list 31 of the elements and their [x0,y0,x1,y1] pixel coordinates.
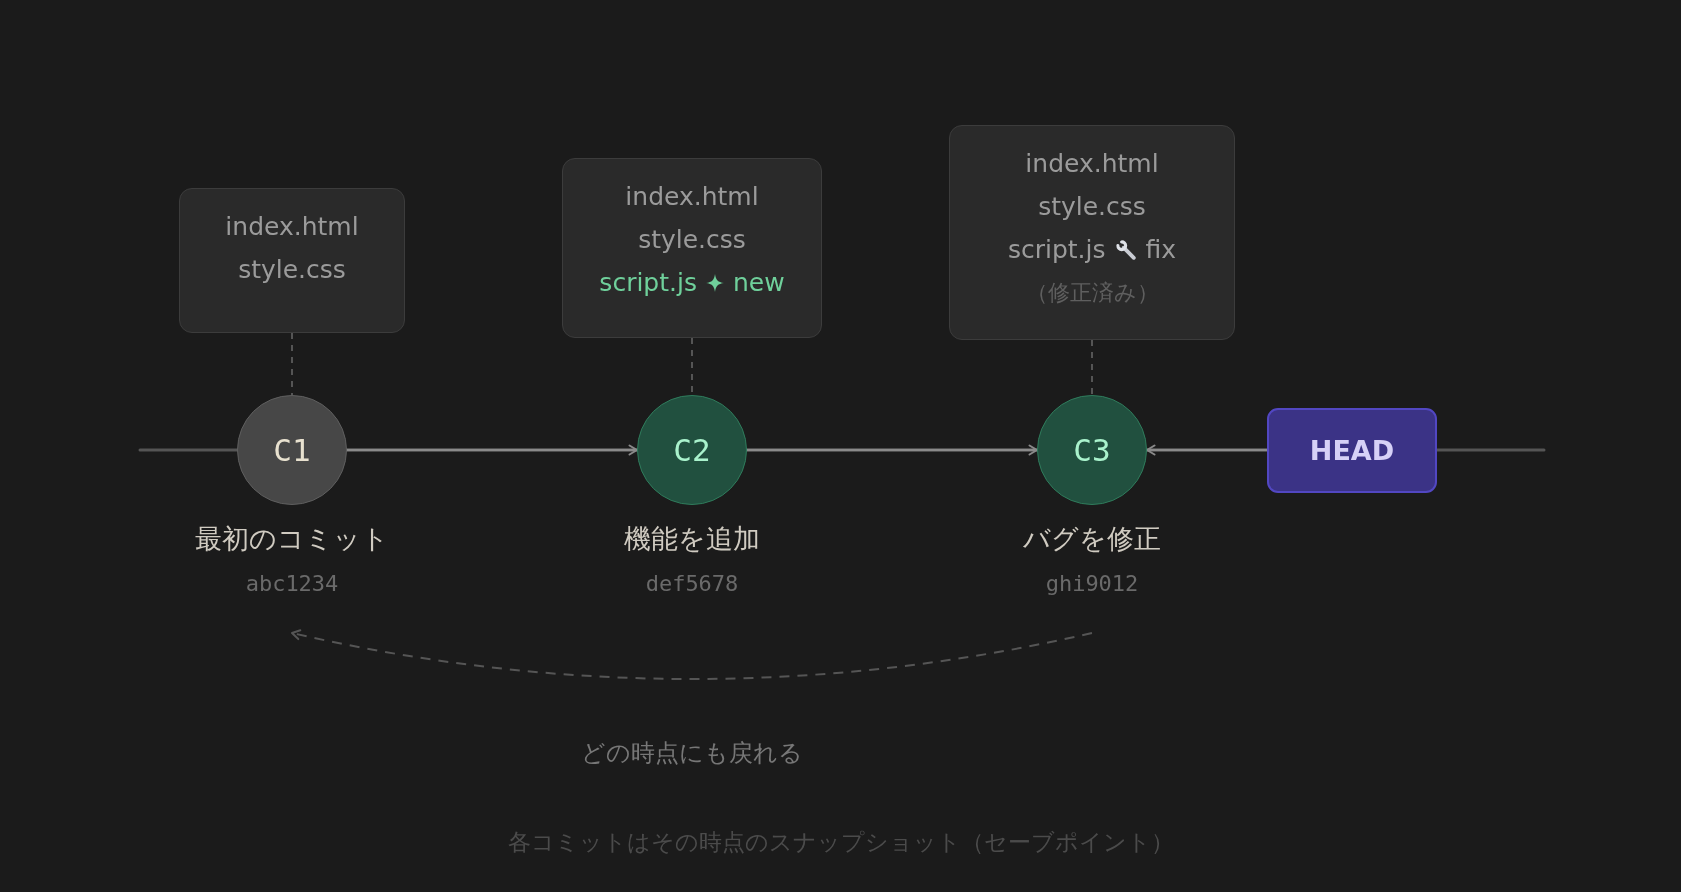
arrow [747,444,1038,456]
commit-message: 機能を追加 [623,522,761,556]
head-label: HEAD [1309,433,1395,468]
arrow [347,444,638,456]
file-name: index.html [625,181,759,213]
commit-hash: ghi9012 [1044,570,1140,598]
edge-label: どの時点にも戻れる [581,738,803,769]
arrow [1146,444,1267,456]
file-name: style.css [638,224,746,256]
file-name: index.html [1025,148,1159,180]
dashed-connector [1091,339,1093,396]
dashed-connector [291,332,293,396]
file-name: index.html [225,211,359,243]
change-tag: fix [1145,228,1177,271]
commit-hash: abc1234 [244,570,340,598]
file-list-box [179,188,405,333]
head-ref-box [1267,408,1437,493]
file-name: script.js [1007,234,1106,266]
file-list-box [562,158,822,338]
file-name: style.css [1038,191,1146,223]
commit-id: C3 [1073,432,1111,468]
file-name: script.js [599,267,697,299]
change-tag: new [732,261,785,304]
dashed-arrow [291,629,1093,680]
commit-hash: def5678 [644,570,740,598]
commit-message: バグを修正 [1022,522,1162,556]
commit-id: C1 [273,432,311,468]
commit-id: C2 [673,432,711,468]
commit-message: 最初のコミット [194,522,390,556]
file-list-box [949,125,1235,340]
file-name: style.css [238,254,346,286]
